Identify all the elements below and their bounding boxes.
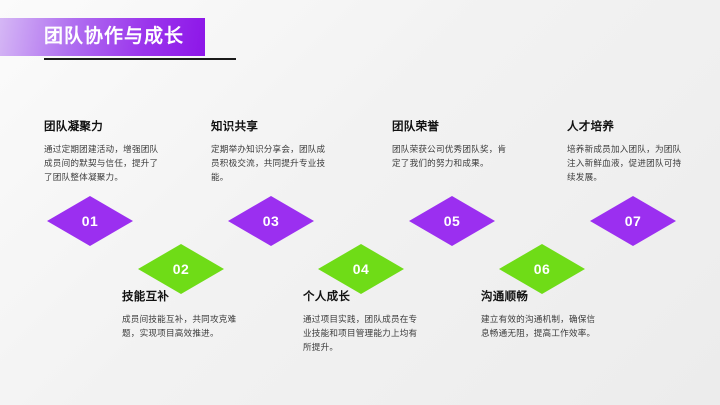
- item-heading-02: 技能互补: [122, 291, 170, 303]
- diamond-number-05: 05: [443, 213, 461, 229]
- item-block-01: 团队凝聚力 通过定期团建活动，增强团队成员间的默契与信任，提升了了团队整体凝聚力…: [44, 118, 162, 184]
- diamond-number-03: 03: [262, 213, 280, 229]
- diamond-marker-03[interactable]: 03: [228, 196, 314, 246]
- item-body-06: 建立有效的沟通机制，确保信息畅通无阻，提高工作效率。: [481, 314, 596, 338]
- diamond-marker-01[interactable]: 01: [47, 196, 133, 246]
- item-body-01: 通过定期团建活动，增强团队成员间的默契与信任，提升了了团队整体凝聚力。: [44, 144, 159, 182]
- item-block-07: 人才培养 培养新成员加入团队，为团队注入新鲜血液，促进团队可持续发展。: [567, 118, 685, 184]
- diamond-number-04: 04: [352, 261, 370, 277]
- item-heading-01: 团队凝聚力: [44, 121, 103, 133]
- diamond-marker-05[interactable]: 05: [409, 196, 495, 246]
- item-block-03: 知识共享 定期举办知识分享会，团队成员积极交流，共同提升专业技能。: [211, 118, 329, 184]
- title-underline: [44, 58, 236, 60]
- item-block-02: 技能互补 成员间技能互补，共同攻克难题，实现项目高效推进。: [122, 288, 240, 340]
- item-body-07: 培养新成员加入团队，为团队注入新鲜血液，促进团队可持续发展。: [567, 144, 682, 182]
- diamond-marker-02[interactable]: 02: [138, 244, 224, 294]
- item-heading-04: 个人成长: [303, 291, 351, 303]
- item-block-04: 个人成长 通过项目实践，团队成员在专业技能和项目管理能力上均有所提升。: [303, 288, 421, 354]
- item-heading-07: 人才培养: [567, 121, 615, 133]
- item-body-05: 团队荣获公司优秀团队奖，肯定了我们的努力和成果。: [392, 144, 507, 168]
- item-body-02: 成员间技能互补，共同攻克难题，实现项目高效推进。: [122, 314, 237, 338]
- item-body-04: 通过项目实践，团队成员在专业技能和项目管理能力上均有所提升。: [303, 314, 418, 352]
- diamond-marker-04[interactable]: 04: [318, 244, 404, 294]
- item-heading-05: 团队荣誉: [392, 121, 440, 133]
- item-block-06: 沟通顺畅 建立有效的沟通机制，确保信息畅通无阻，提高工作效率。: [481, 288, 599, 340]
- item-heading-03: 知识共享: [211, 121, 259, 133]
- title-band: [0, 18, 205, 56]
- diamond-marker-07[interactable]: 07: [590, 196, 676, 246]
- page-title: 团队协作与成长: [44, 26, 185, 47]
- item-heading-06: 沟通顺畅: [481, 291, 529, 303]
- diamond-number-02: 02: [172, 261, 190, 277]
- diamond-number-07: 07: [624, 213, 642, 229]
- item-body-03: 定期举办知识分享会，团队成员积极交流，共同提升专业技能。: [211, 144, 326, 182]
- diamond-number-01: 01: [81, 213, 99, 229]
- diamond-number-06: 06: [533, 261, 551, 277]
- item-block-05: 团队荣誉 团队荣获公司优秀团队奖，肯定了我们的努力和成果。: [392, 118, 510, 170]
- diamond-marker-06[interactable]: 06: [499, 244, 585, 294]
